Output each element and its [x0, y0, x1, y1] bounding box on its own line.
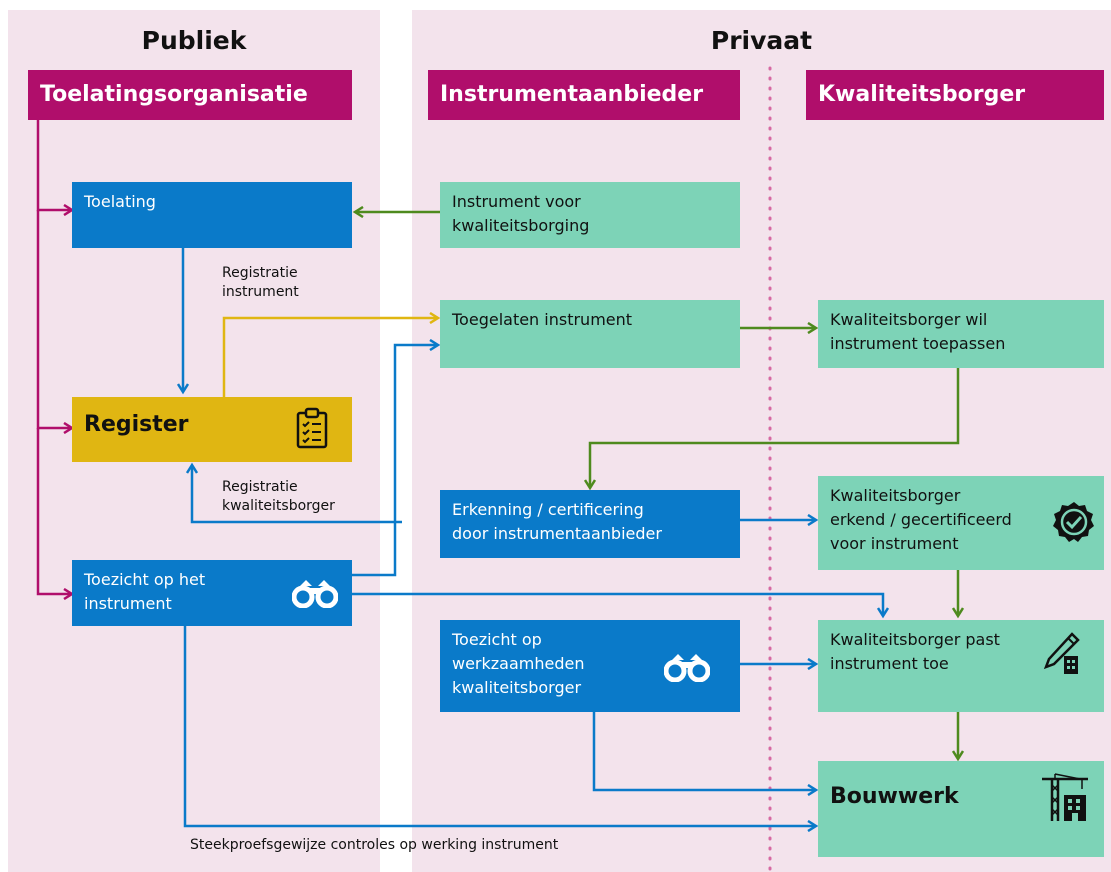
toegelaten-instrument-box: Toegelaten instrument: [440, 300, 740, 368]
registratie-instrument-label: Registratie instrument: [222, 265, 299, 300]
clipboard-checklist-icon: [296, 407, 328, 449]
register-label: Register: [84, 412, 189, 437]
arrow-toezicht-to-toegelaten: [352, 345, 438, 577]
header-kwaliteitsborger: Kwaliteitsborger: [806, 70, 1104, 120]
bouwwerk-box: Bouwwerk: [818, 761, 1104, 857]
binoculars-icon: [292, 580, 338, 608]
kb-erkend-box: Kwaliteitsborger erkend / gecertificeerd…: [818, 476, 1104, 570]
header-instrumentaanbieder: Instrumentaanbieder: [428, 70, 740, 120]
instrument-kwaliteitsborging-box: Instrument voor kwaliteitsborging: [440, 182, 740, 248]
header-toelatingsorganisatie: Toelatingsorganisatie: [28, 70, 352, 120]
erkenning-box: Erkenning / certificering door instrumen…: [440, 490, 740, 558]
registratie-kwaliteitsborger-label: Registratie kwaliteitsborger: [222, 479, 335, 514]
private-panel: [412, 10, 1111, 872]
certified-badge-icon: [1053, 502, 1094, 542]
kb-wil-box: Kwaliteitsborger wil instrument toepasse…: [818, 300, 1104, 368]
toegelaten-instrument-label: Toegelaten instrument: [452, 310, 633, 329]
toelating-label: Toelating: [84, 192, 156, 211]
toezicht-instrument-box: Toezicht op het instrument: [72, 560, 352, 626]
kb-erkend-label: Kwaliteitsborger erkend / gecertificeerd…: [830, 486, 1012, 553]
public-column-title: Publiek: [141, 26, 247, 55]
pen-building-icon: [1043, 632, 1080, 674]
arrow-to-toezicht-instrument: [36, 428, 72, 594]
bouwwerk-label: Bouwwerk: [830, 784, 959, 809]
register-box: Register: [72, 397, 352, 462]
instrument-kwaliteitsborging-label: Instrument voor kwaliteitsborging: [452, 192, 590, 235]
arrow-toezicht-to-kb-past-toe: [352, 592, 883, 616]
arrow-werkzaamheden-to-bouwwerk: [592, 712, 816, 790]
arrow-kb-wil-to-erkenning: [590, 368, 960, 488]
arrow-register-to-toegelaten: [222, 318, 438, 397]
arrow-to-register: [36, 210, 72, 428]
toezicht-instrument-label: Toezicht op het instrument: [84, 570, 206, 613]
toezicht-werkzaamheden-label: Toezicht op werkzaamheden kwaliteitsborg…: [452, 630, 585, 697]
steekproef-label: Steekproefsgewijze controles op werking …: [190, 837, 559, 853]
binoculars-icon: [664, 654, 710, 682]
kb-past-toe-box: Kwaliteitsborger past instrument toe: [818, 620, 1104, 712]
arrow-erkenning-to-register: [192, 465, 402, 524]
arrow-steekproef-to-bouwwerk: [183, 626, 816, 826]
crane-building-icon: [1042, 773, 1088, 821]
erkenning-label: Erkenning / certificering door instrumen…: [452, 500, 662, 543]
toelating-box: Toelating: [72, 182, 352, 248]
kb-past-toe-label: Kwaliteitsborger past instrument toe: [830, 630, 1000, 673]
toezicht-werkzaamheden-box: Toezicht op werkzaamheden kwaliteitsborg…: [440, 620, 740, 712]
kb-wil-label: Kwaliteitsborger wil instrument toepasse…: [830, 310, 1006, 353]
private-column-title: Privaat: [710, 26, 813, 55]
arrow-to-toelating: [36, 120, 72, 210]
